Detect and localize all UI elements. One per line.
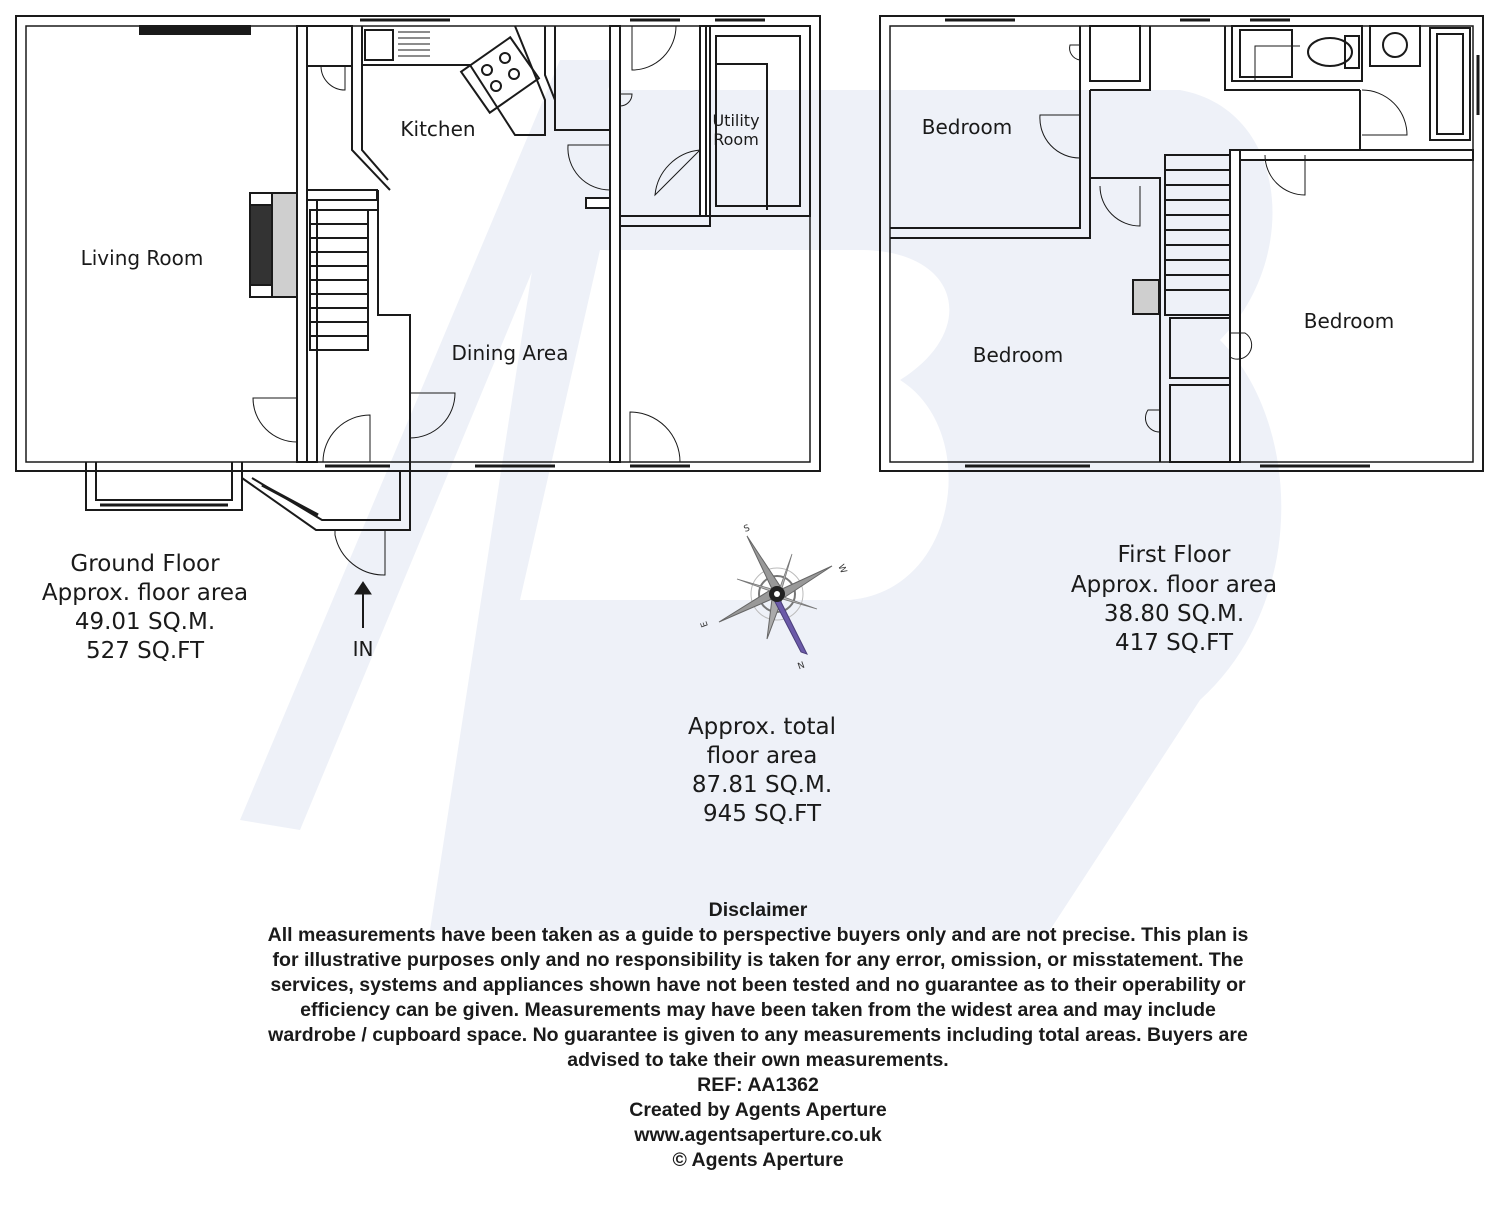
total-area-sqm: 87.81 SQ.M. (692, 772, 832, 798)
compass-rose (718, 535, 833, 655)
compass-w-label: W (835, 563, 848, 575)
copyright-notice: © Agents Aperture (672, 1149, 844, 1171)
first-floor-sqm: 38.80 SQ.M. (1104, 601, 1244, 627)
disclaimer-block: Disclaimer All measurements have been ta… (200, 898, 1316, 1173)
created-by: Created by Agents Aperture (629, 1099, 887, 1121)
first-floor-area-label: Approx. floor area (1071, 572, 1277, 598)
kitchen-label: Kitchen (400, 117, 475, 141)
first-floor-sqft: 417 SQ.FT (1115, 630, 1234, 656)
total-area-label-line2: floor area (707, 743, 818, 769)
bedroom-label-bottom-left: Bedroom (973, 343, 1063, 367)
entrance-arrow (354, 581, 372, 628)
living-room-label: Living Room (81, 246, 204, 270)
disclaimer-line: for illustrative purposes only and no re… (272, 949, 1244, 971)
total-area-label-line1: Approx. total (688, 714, 836, 740)
disclaimer-line: services, systems and appliances shown h… (270, 974, 1246, 996)
bedroom-label-top-left: Bedroom (922, 115, 1012, 139)
ground-floor-plan (15, 15, 821, 576)
ground-floor-title: Ground Floor (70, 551, 220, 577)
utility-room-label-line2: Room (713, 130, 759, 149)
disclaimer-line: advised to take their own measurements. (567, 1049, 949, 1071)
disclaimer-line: efficiency can be given. Measurements ma… (300, 999, 1216, 1021)
first-floor-plan (879, 15, 1484, 472)
utility-room-label-line1: Utility (712, 111, 759, 130)
dining-area-label: Dining Area (452, 341, 569, 365)
compass-n-label: N (796, 658, 806, 670)
watermark-logo (240, 60, 1282, 930)
disclaimer-title: Disclaimer (708, 899, 808, 921)
ground-floor-sqm: 49.01 SQ.M. (75, 609, 215, 635)
website-link[interactable]: www.agentsaperture.co.uk (634, 1124, 882, 1146)
compass-e-label: E (699, 619, 710, 628)
disclaimer-line: wardrobe / cupboard space. No guarantee … (268, 1024, 1248, 1046)
compass-s-label: S (743, 523, 752, 534)
bedroom-label-right: Bedroom (1304, 309, 1394, 333)
first-floor-title: First Floor (1118, 542, 1231, 568)
reference-number: REF: AA1362 (697, 1074, 819, 1096)
total-area-sqft: 945 SQ.FT (703, 801, 822, 827)
ground-floor-area-label: Approx. floor area (42, 580, 248, 606)
entrance-label: IN (353, 637, 374, 661)
disclaimer-line: All measurements have been taken as a gu… (267, 924, 1249, 946)
ground-floor-sqft: 527 SQ.FT (86, 638, 205, 664)
